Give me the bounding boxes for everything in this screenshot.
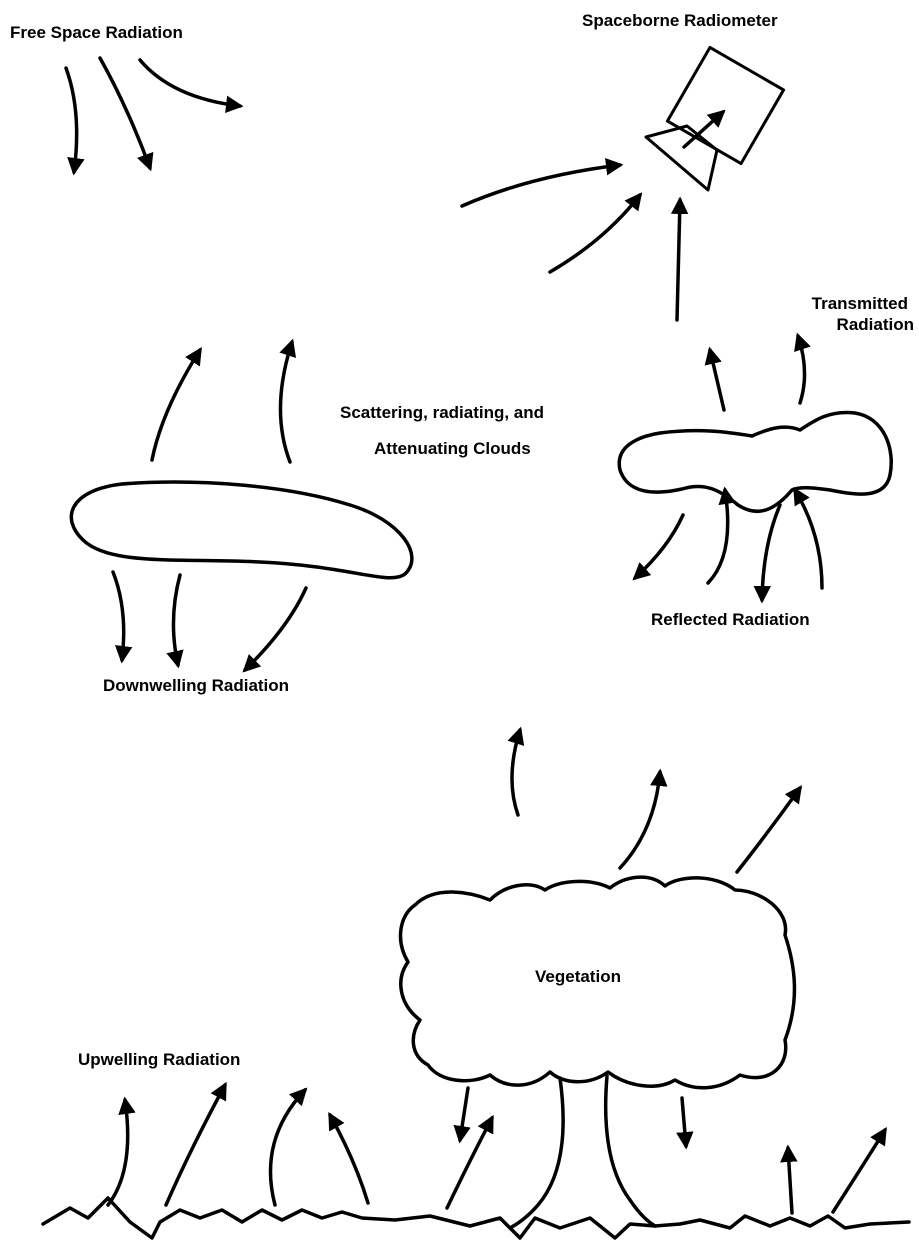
free-space-arrow-3	[140, 60, 240, 106]
upwelling-arrow-5	[447, 1118, 492, 1208]
left-cloud-up-arrow-1	[152, 350, 200, 460]
upwelling-arrow-1	[108, 1100, 128, 1205]
downwelling-arrow-1	[113, 572, 124, 660]
left-cloud-shape	[71, 482, 412, 578]
upwelling-arrow-6	[788, 1148, 792, 1213]
right-cloud-shape	[619, 412, 891, 511]
upwelling-arrow-2	[166, 1085, 225, 1205]
reflected-radiation-label: Reflected Radiation	[651, 610, 810, 629]
transmitted-radiation-label-1: Transmitted	[812, 294, 908, 313]
canopy-down-arrow-1	[460, 1088, 468, 1140]
ground-surface	[43, 1198, 909, 1238]
left-cloud-up-arrow-2	[280, 342, 292, 462]
vegetation-label: Vegetation	[535, 967, 621, 986]
free-space-arrow-1	[66, 68, 77, 172]
transmitted-arrow-2	[798, 336, 805, 403]
upwelling-arrow-7	[833, 1130, 885, 1212]
radiometer-icon	[646, 47, 784, 190]
vegetation-up-arrow-1	[512, 730, 520, 815]
clouds-label-1: Scattering, radiating, and	[340, 403, 544, 422]
reflected-arrow-2	[708, 490, 728, 583]
upwelling-arrow-4	[330, 1115, 368, 1203]
reflected-arrow-1	[635, 515, 683, 578]
tree-trunk-left	[510, 1078, 563, 1228]
downwelling-arrow-2	[173, 575, 180, 665]
reflected-arrow-3	[762, 505, 780, 600]
downwelling-radiation-label: Downwelling Radiation	[103, 676, 289, 695]
free-space-arrow-2	[100, 58, 150, 168]
spaceborne-radiometer-label: Spaceborne Radiometer	[582, 11, 778, 30]
to-radiometer-arrow-1	[462, 165, 620, 206]
clouds-label-2: Attenuating Clouds	[374, 439, 531, 458]
upwelling-arrow-3	[270, 1090, 305, 1205]
to-radiometer-arrow-3	[677, 200, 680, 320]
free-space-radiation-label: Free Space Radiation	[10, 23, 183, 42]
tree-trunk-right	[606, 1076, 655, 1226]
reflected-arrow-4	[795, 490, 822, 588]
to-radiometer-arrow-2	[550, 195, 640, 272]
upwelling-radiation-label: Upwelling Radiation	[78, 1050, 240, 1069]
canopy-down-arrow-2	[682, 1098, 686, 1146]
transmitted-radiation-label-2: Radiation	[837, 315, 914, 334]
downwelling-arrow-3	[245, 588, 306, 670]
transmitted-arrow-1	[710, 350, 724, 410]
vegetation-up-arrow-3	[737, 788, 800, 872]
vegetation-up-arrow-2	[620, 772, 660, 868]
